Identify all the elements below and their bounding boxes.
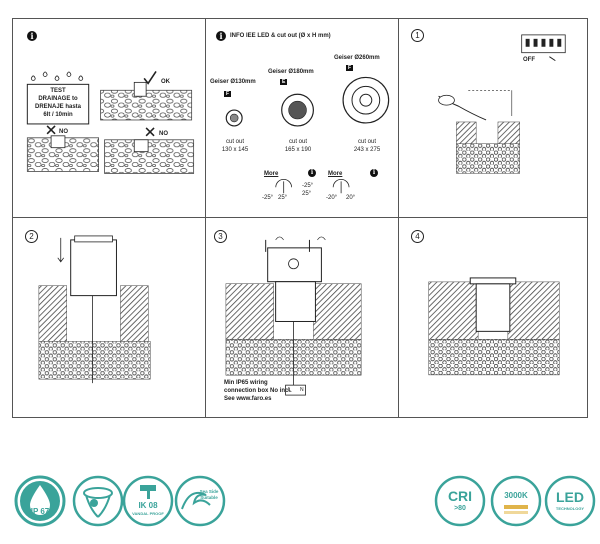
panel-step-1: 1 OFF	[399, 19, 587, 218]
color-temperature-badge: 3000K	[490, 475, 542, 527]
ground-spike-badge	[72, 475, 124, 527]
step-2-diagram	[38, 235, 151, 384]
terminal-n: N	[300, 387, 304, 393]
no-label-1: NO	[59, 129, 68, 135]
angle-b2: 25°	[302, 191, 312, 197]
cutout-label-3: cut out	[357, 139, 376, 145]
water-drop-icon	[14, 475, 66, 527]
no-label-2: NO	[159, 131, 168, 137]
cutout-dims-3: 243 x 275	[353, 147, 381, 153]
instruction-grid: i TEST DRAINAGE to	[12, 18, 588, 418]
cutout-label-1: cut out	[225, 139, 244, 145]
energy-class-2: E	[280, 79, 288, 85]
ip67-badge: IP 67	[14, 475, 66, 527]
fixture-diagram	[225, 76, 390, 194]
drainage-diagram	[26, 71, 195, 174]
ik-subtitle: VANDAL PROOF	[132, 511, 164, 516]
step-4-diagram	[428, 277, 560, 376]
wiring-note-2: connection box No incl.	[224, 388, 292, 394]
panel-step-4: 4	[399, 218, 587, 417]
feature-badges: IP 67 IK 08 VANDAL PROOF Sea Side Suitab…	[14, 475, 596, 535]
terminal-l: L	[288, 387, 291, 393]
cutout-title: INFO IEE LED & cut out (Ø x H mm)	[230, 33, 331, 39]
wiring-note-1: Min IP65 wiring	[224, 380, 268, 386]
off-label: OFF	[523, 57, 535, 63]
panel-step-3: 3 L N Min IP65 wiring connection box No …	[206, 218, 399, 417]
ground-light-icon	[72, 475, 124, 527]
panel-step-2: 2	[13, 218, 206, 417]
sea-side-line-1: Sea Side	[199, 489, 219, 494]
cri-value: >80	[454, 505, 466, 512]
panel-drainage-info: i TEST DRAINAGE to	[13, 19, 206, 218]
cutout-label-2: cut out	[288, 139, 307, 145]
cri-badge: CRI >80	[434, 475, 486, 527]
cutout-dims-1: 130 x 145	[221, 147, 249, 153]
angle-c2: 20°	[346, 195, 356, 201]
step-number: 1	[411, 29, 424, 42]
wiring-note-3: See www.faro.es	[224, 396, 272, 402]
info-icon: i	[27, 31, 37, 41]
angle-b1: -25°	[302, 183, 314, 189]
ok-label: OK	[161, 79, 170, 85]
led-badge: LED TECHNOLOGY	[544, 475, 596, 527]
sea-side-badge: Sea Side Suitable	[174, 475, 226, 527]
step-number: 3	[214, 230, 227, 243]
info-icon: i	[370, 169, 378, 177]
wave-icon	[174, 475, 226, 527]
led-ring-icon	[544, 475, 596, 527]
hammer-icon	[122, 475, 174, 527]
more-link-1[interactable]: More	[264, 171, 279, 177]
info-icon: i	[216, 31, 226, 41]
angle-a1: -25°	[262, 195, 274, 201]
ik08-badge: IK 08 VANDAL PROOF	[122, 475, 174, 527]
more-link-2[interactable]: More	[328, 171, 343, 177]
fixture-name-2: Geiser Ø180mm	[268, 69, 314, 75]
led-subtitle: TECHNOLOGY	[555, 506, 585, 511]
panel-cutout-info: i INFO IEE LED & cut out (Ø x H mm) Geis…	[206, 19, 399, 218]
angle-c1: -20°	[326, 195, 338, 201]
test-line-3: DRENAJE hasta	[34, 104, 81, 110]
test-line-2: DRAINAGE to	[38, 96, 78, 102]
angle-a2: 25°	[278, 195, 288, 201]
step-1-diagram	[438, 34, 566, 174]
sea-side-line-2: Suitable	[200, 495, 218, 500]
ik-rating: IK 08	[138, 501, 158, 510]
info-icon: i	[308, 169, 316, 177]
fixture-name-1: Geiser Ø130mm	[210, 79, 256, 85]
temperature-scale-icon	[490, 475, 542, 527]
energy-class-1: F	[224, 91, 232, 97]
cri-ring-icon	[434, 475, 486, 527]
step-number: 2	[25, 230, 38, 243]
cri-label: CRI	[447, 488, 473, 504]
fixture-name-3: Geiser Ø260mm	[334, 55, 380, 61]
led-label: LED	[556, 489, 584, 505]
cutout-dims-2: 165 x 190	[284, 147, 312, 153]
energy-class-3: F	[346, 65, 354, 71]
kelvin-value: 3000K	[504, 491, 528, 500]
test-line-1: TEST	[50, 88, 66, 94]
step-number: 4	[411, 230, 424, 243]
step-3-diagram	[225, 236, 362, 396]
test-line-4: 6lt / 10min	[43, 112, 73, 118]
ip-rating: IP 67	[30, 507, 50, 516]
